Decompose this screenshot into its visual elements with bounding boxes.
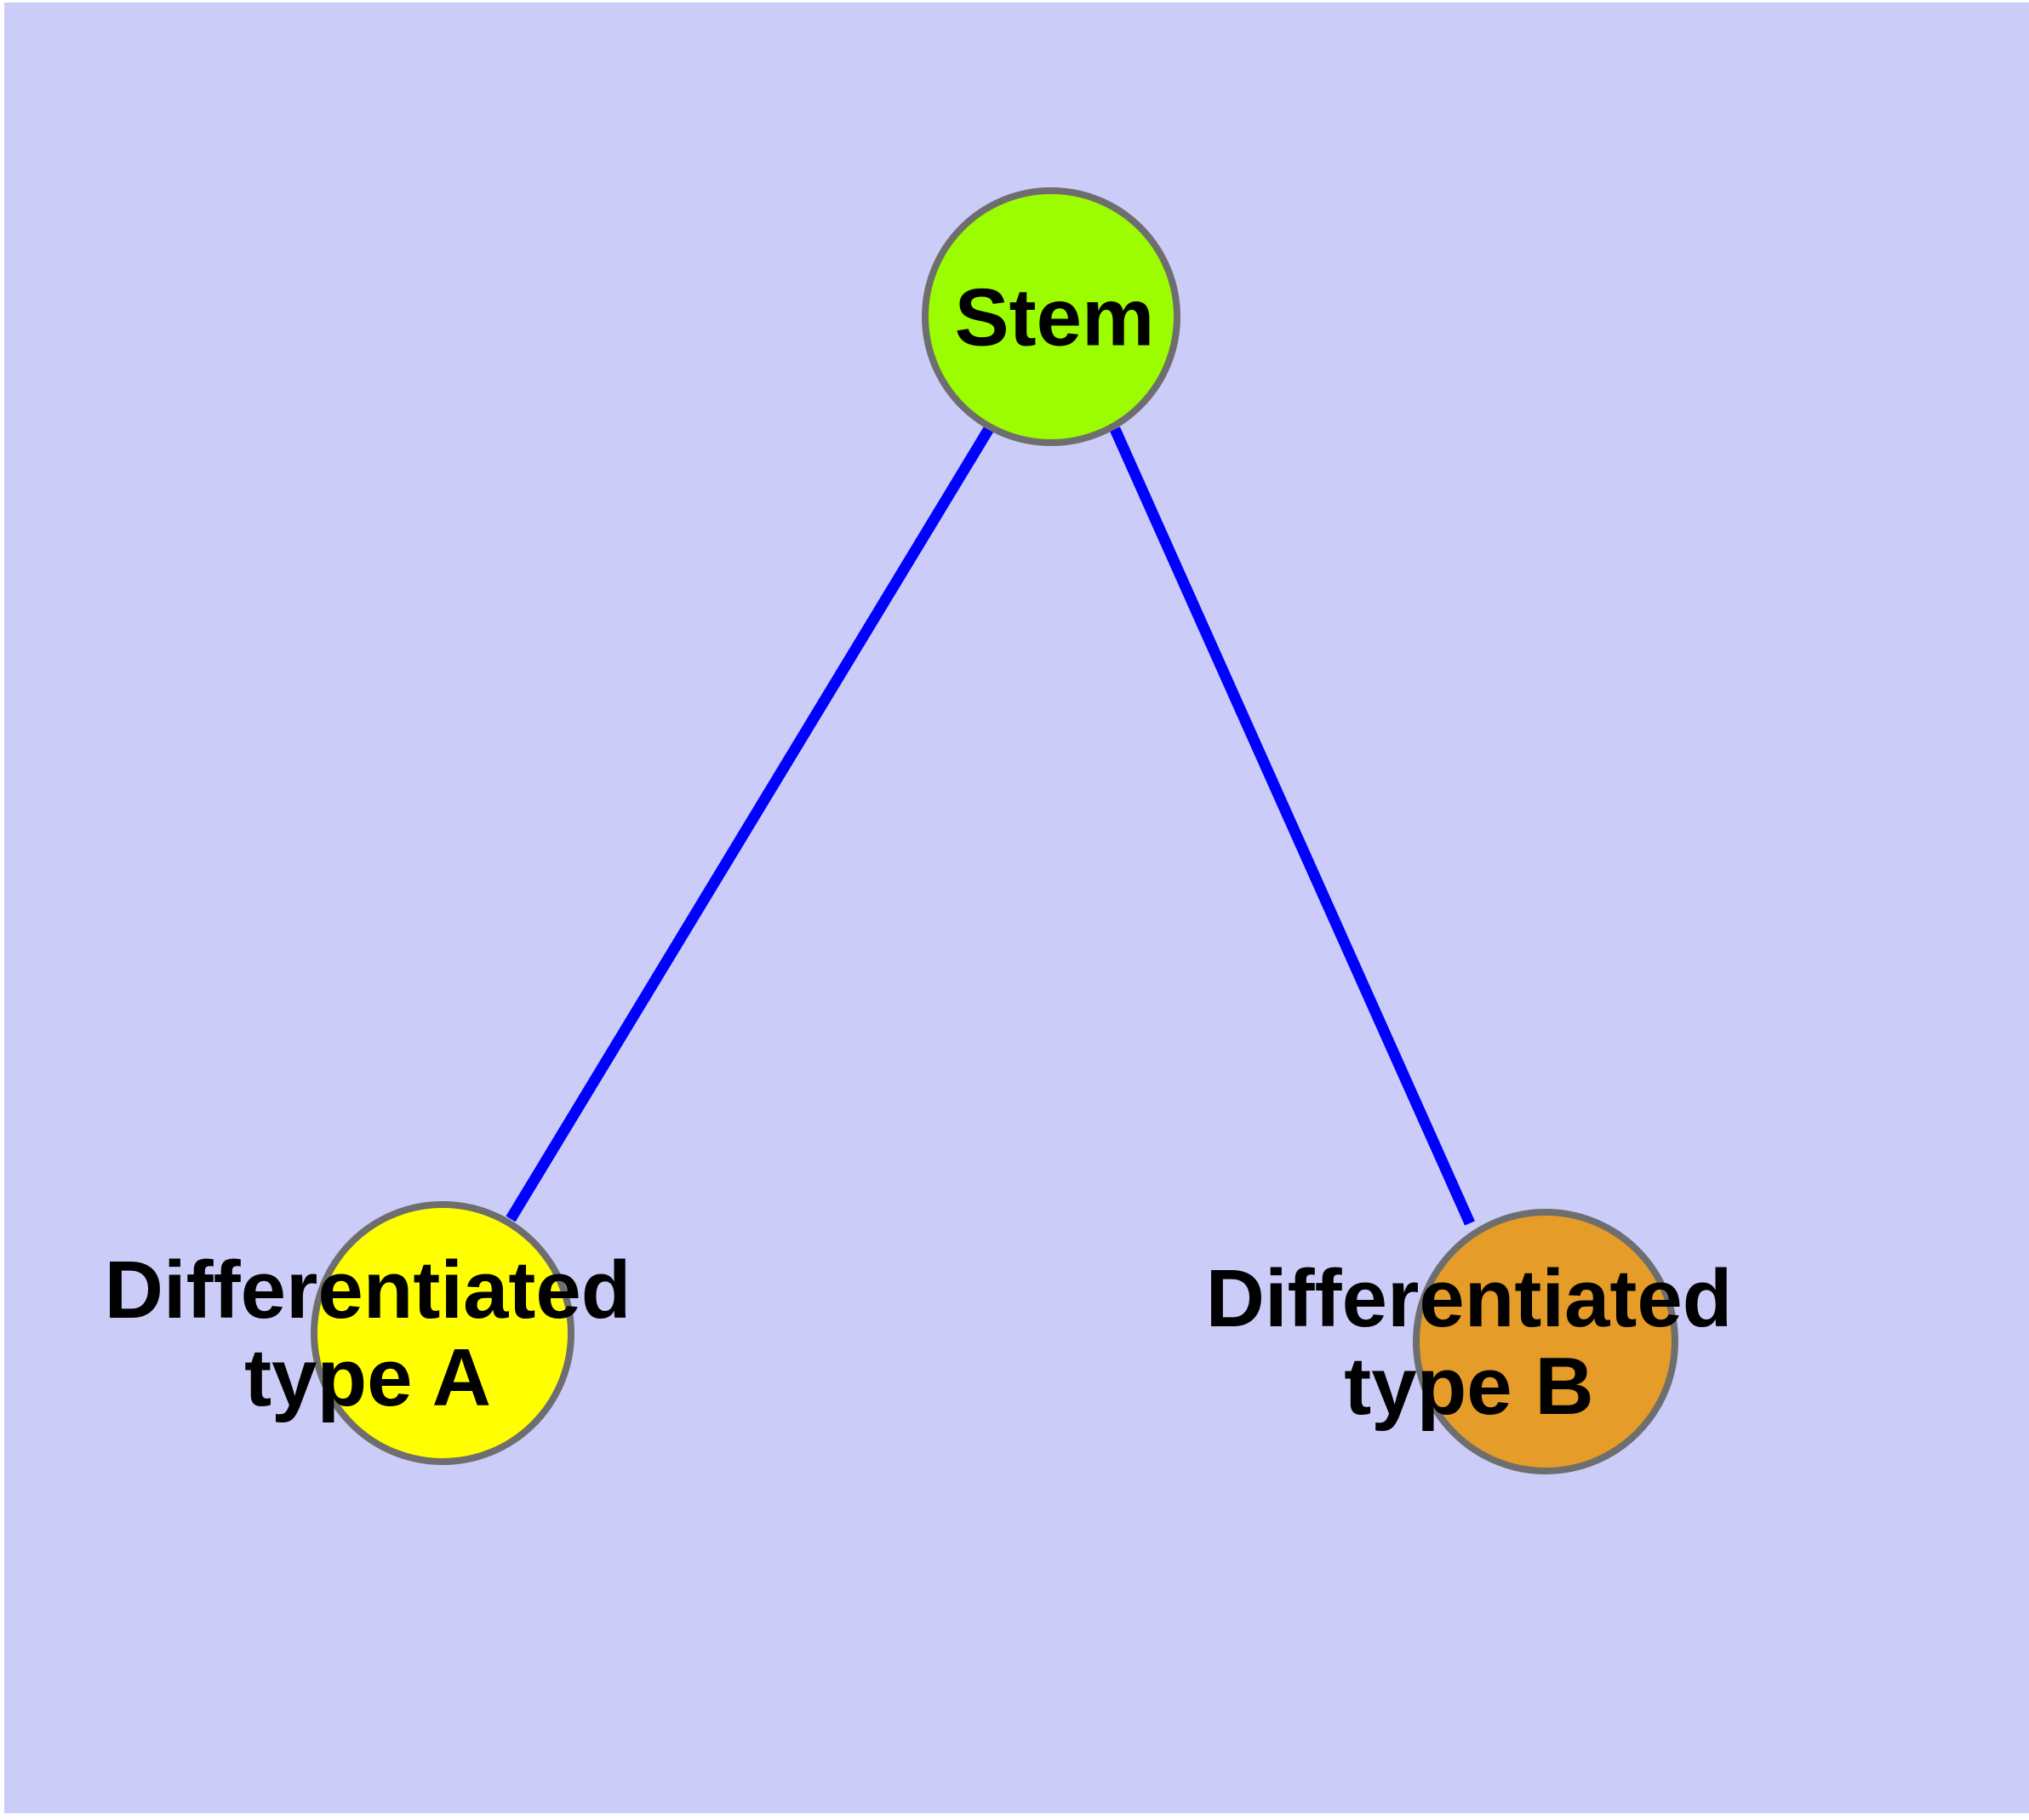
node-stem-label: Stem [955,272,1155,363]
node-label-line: Stem [955,272,1155,363]
node-stem-circle[interactable] [922,187,1180,446]
node-differentiated-type-b-circle[interactable] [1413,1209,1678,1474]
node-stem[interactable] [922,187,1180,446]
edge-stem-to-differentiated-type-b[interactable] [1110,426,1475,1226]
edge-stem-to-differentiated-type-a[interactable] [506,424,995,1222]
node-label-line: Differentiated [105,1245,632,1336]
nodes-layer [311,187,1678,1474]
edges-layer [506,424,1475,1226]
node-differentiated-type-a[interactable] [311,1201,574,1465]
node-differentiated-type-b[interactable] [1413,1209,1678,1474]
node-label-line: type B [1344,1341,1593,1432]
node-differentiated-type-a-circle[interactable] [311,1201,574,1465]
node-label-line: Differentiated [1206,1253,1733,1344]
node-label-line: type A [244,1332,491,1423]
